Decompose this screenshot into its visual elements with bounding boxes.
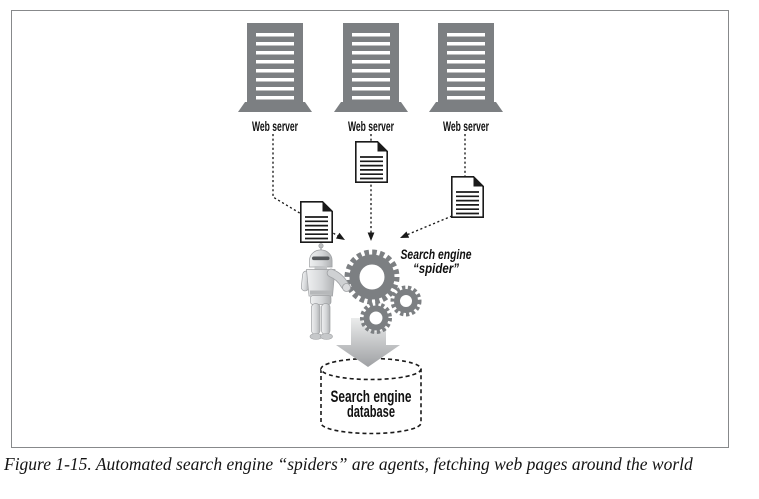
server-label-2: Web server xyxy=(348,118,394,134)
spider-label-line1: Search engine xyxy=(401,247,472,262)
server-label-3: Web server xyxy=(443,118,489,134)
gear-right-icon xyxy=(390,285,422,317)
robot-arm-icon xyxy=(326,268,351,292)
diagram-svg: Web server Web server Web server xyxy=(238,23,503,435)
database-label-line1: Search engine xyxy=(331,388,412,406)
document-icon-right xyxy=(450,175,485,219)
dashed-arrow-right xyxy=(403,134,466,237)
gear-large-icon xyxy=(344,249,400,305)
gears-icon xyxy=(344,249,422,334)
server-icon-2 xyxy=(334,23,408,112)
database-label-line2: database xyxy=(347,403,395,421)
figure-caption: Figure 1-15. Automated search engine “sp… xyxy=(4,454,693,474)
arrowhead-left-icon xyxy=(335,232,347,243)
robot-icon xyxy=(300,243,336,340)
server-icon-3 xyxy=(429,23,503,112)
arrowhead-middle-icon xyxy=(367,232,375,241)
document-icon-left xyxy=(299,200,334,244)
arrowhead-right-icon xyxy=(398,231,410,242)
server-icon-1 xyxy=(238,23,312,112)
gear-bottom-icon xyxy=(360,302,392,334)
document-icon-middle xyxy=(354,140,389,184)
spider-label-line2: “spider” xyxy=(413,261,459,276)
figure-box: Web server Web server Web server xyxy=(11,10,729,448)
server-label-1: Web server xyxy=(252,118,298,134)
